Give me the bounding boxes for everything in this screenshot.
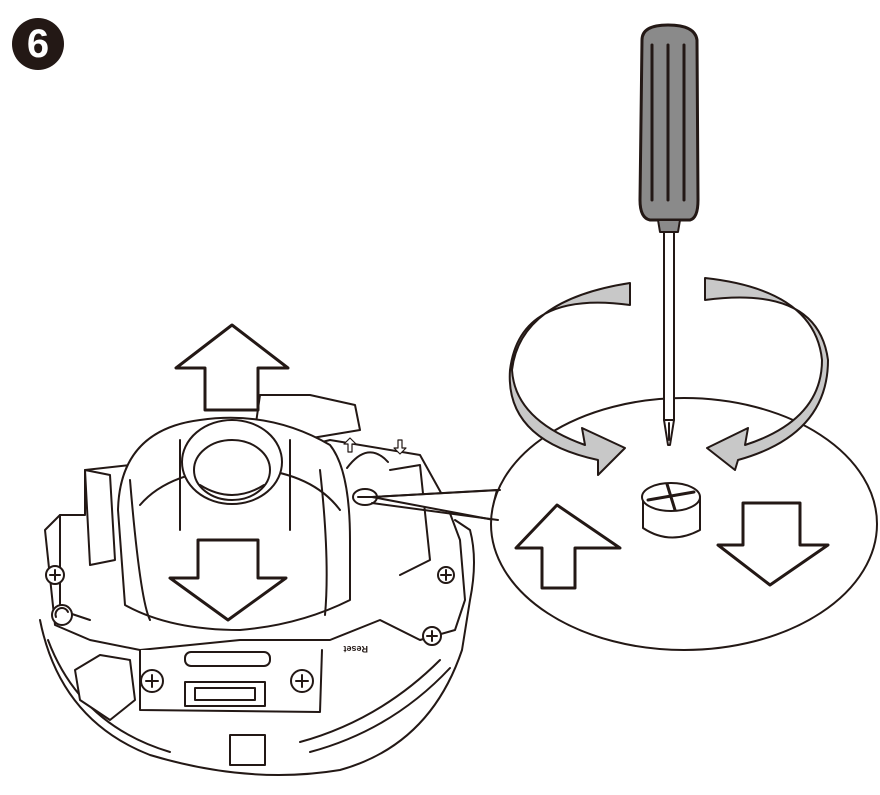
rotate-arrow-left [508, 282, 631, 476]
lens-glass [193, 439, 271, 501]
lens-barrel [181, 419, 283, 505]
lower-arrow-down-icon [716, 501, 830, 587]
screw-front-right [290, 669, 314, 693]
screw-right-upper [437, 566, 455, 584]
screw-right [422, 626, 442, 646]
screw-left [45, 565, 65, 585]
mini-rotate-arrow-icon [346, 451, 389, 469]
handle-ferrule [657, 219, 681, 233]
callout-lines [371, 489, 501, 521]
lens-rails [179, 439, 291, 531]
right-side-block [389, 464, 431, 576]
left-clip [74, 654, 136, 721]
dome-arrow-down-icon [168, 538, 288, 622]
screwdriver-shaft [663, 231, 675, 421]
lens-glass-rim [199, 484, 265, 496]
screw-left-lower [51, 604, 73, 626]
adjust-screw-closeup [641, 482, 701, 539]
connector-port-inner [194, 687, 256, 701]
base-slot-lower [309, 667, 451, 753]
base-slot [299, 659, 441, 743]
handle-grooves [650, 43, 686, 202]
mini-arrow-up-icon [343, 437, 357, 453]
lift-arrow-up-icon [174, 323, 290, 412]
front-slot [184, 651, 271, 667]
connector-port [184, 681, 266, 707]
left-side-block [84, 469, 116, 566]
tilt-screw [343, 437, 407, 506]
step-number-badge: 6 [12, 18, 64, 70]
rotate-arrows-icon [508, 277, 829, 476]
screwdriver-icon [638, 23, 700, 446]
screw-front-left [140, 669, 164, 693]
dome-left-edge [129, 479, 151, 621]
reset-label: Reset [343, 644, 368, 654]
rotate-arrow-right [704, 277, 829, 471]
raise-arrow-up-icon [514, 503, 622, 590]
step-number: 6 [26, 22, 50, 66]
mini-arrow-down-icon [393, 439, 407, 455]
front-tab [229, 734, 266, 766]
dome-right-edge [319, 469, 328, 616]
